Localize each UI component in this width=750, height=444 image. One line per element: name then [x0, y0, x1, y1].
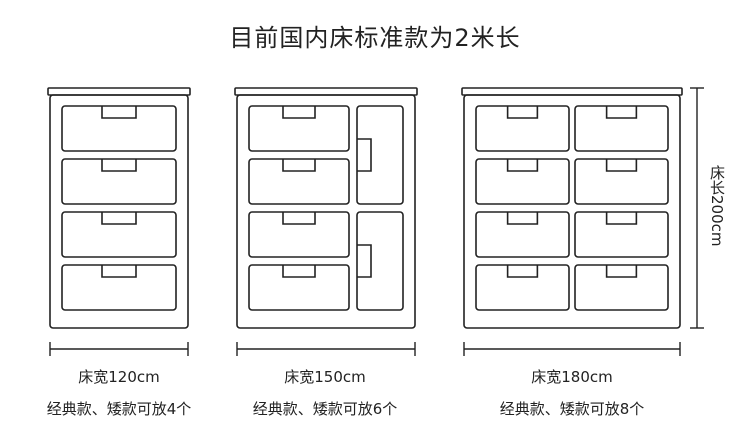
drawer-handle	[101, 212, 137, 225]
drawer-handle	[282, 212, 316, 225]
drawer-handle	[605, 265, 638, 278]
drawer-handle	[506, 106, 539, 119]
bed-frame	[236, 94, 416, 329]
bed-frame	[463, 94, 681, 329]
length-dimension-line	[690, 87, 704, 329]
bed-150-diagram	[234, 87, 418, 329]
drawer	[574, 264, 669, 311]
headboard	[234, 87, 418, 96]
drawer	[61, 211, 177, 258]
drawer	[248, 105, 350, 152]
drawer-handle	[506, 159, 539, 172]
drawer-handle	[282, 106, 316, 119]
drawer	[61, 158, 177, 205]
drawer-handle	[605, 106, 638, 119]
drawer-handle	[101, 159, 137, 172]
length-label: 床长200cm	[708, 165, 726, 247]
caption-120: 经典款、矮款可放4个	[46, 400, 192, 418]
caption-150: 经典款、矮款可放6个	[252, 400, 398, 418]
drawer	[475, 211, 570, 258]
bed-180-diagram	[461, 87, 683, 329]
drawer	[248, 211, 350, 258]
side-cabinet-handle	[357, 138, 372, 172]
width-label-150: 床宽150cm	[284, 368, 366, 386]
drawer-handle	[506, 265, 539, 278]
side-cabinet	[356, 211, 404, 311]
width-label-120: 床宽120cm	[78, 368, 160, 386]
drawer	[574, 158, 669, 205]
drawer-handle	[605, 159, 638, 172]
drawer	[61, 264, 177, 311]
drawer-handle	[101, 265, 137, 278]
drawer-handle	[282, 265, 316, 278]
headboard	[461, 87, 683, 96]
width-label-180: 床宽180cm	[531, 368, 613, 386]
drawer	[574, 211, 669, 258]
page-title: 目前国内床标准款为2米长	[229, 24, 521, 52]
drawer	[475, 158, 570, 205]
drawer	[248, 264, 350, 311]
caption-180: 经典款、矮款可放8个	[499, 400, 645, 418]
side-cabinet	[356, 105, 404, 205]
drawer	[475, 105, 570, 152]
drawer-handle	[506, 212, 539, 225]
bed-120-diagram	[47, 87, 191, 329]
width-dimension-lines	[49, 342, 681, 356]
drawer	[248, 158, 350, 205]
drawer-handle	[282, 159, 316, 172]
drawer	[61, 105, 177, 152]
drawer	[574, 105, 669, 152]
headboard	[47, 87, 191, 96]
drawer-handle	[101, 106, 137, 119]
bed-frame	[49, 94, 189, 329]
side-cabinet-handle	[357, 244, 372, 278]
drawer-handle	[605, 212, 638, 225]
drawer	[475, 264, 570, 311]
